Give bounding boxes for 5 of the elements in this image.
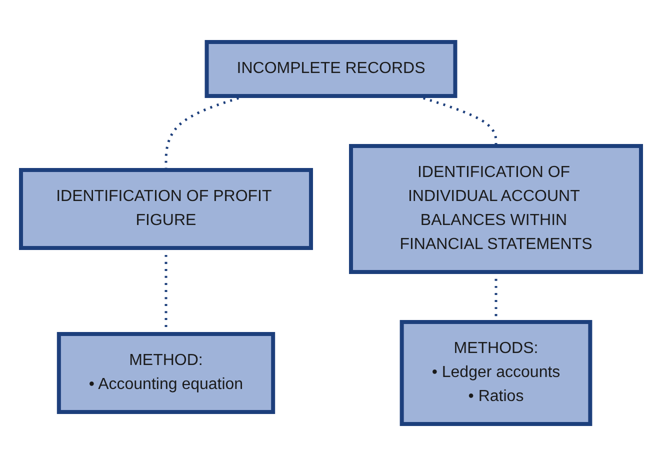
node-box: METHOD: • Accounting equation xyxy=(56,332,275,414)
node-box: IDENTIFICATION OF INDIVIDUAL ACCOUNT BALANCES WITHIN FINANCIAL STATEMENTS xyxy=(348,144,642,274)
node-box: IDENTIFICATION OF PROFIT FIGURE xyxy=(18,168,312,250)
node-box: INCOMPLETE RECORDS xyxy=(204,40,457,98)
node-box: METHODS: • Ledger accounts • Ratios xyxy=(399,320,592,426)
